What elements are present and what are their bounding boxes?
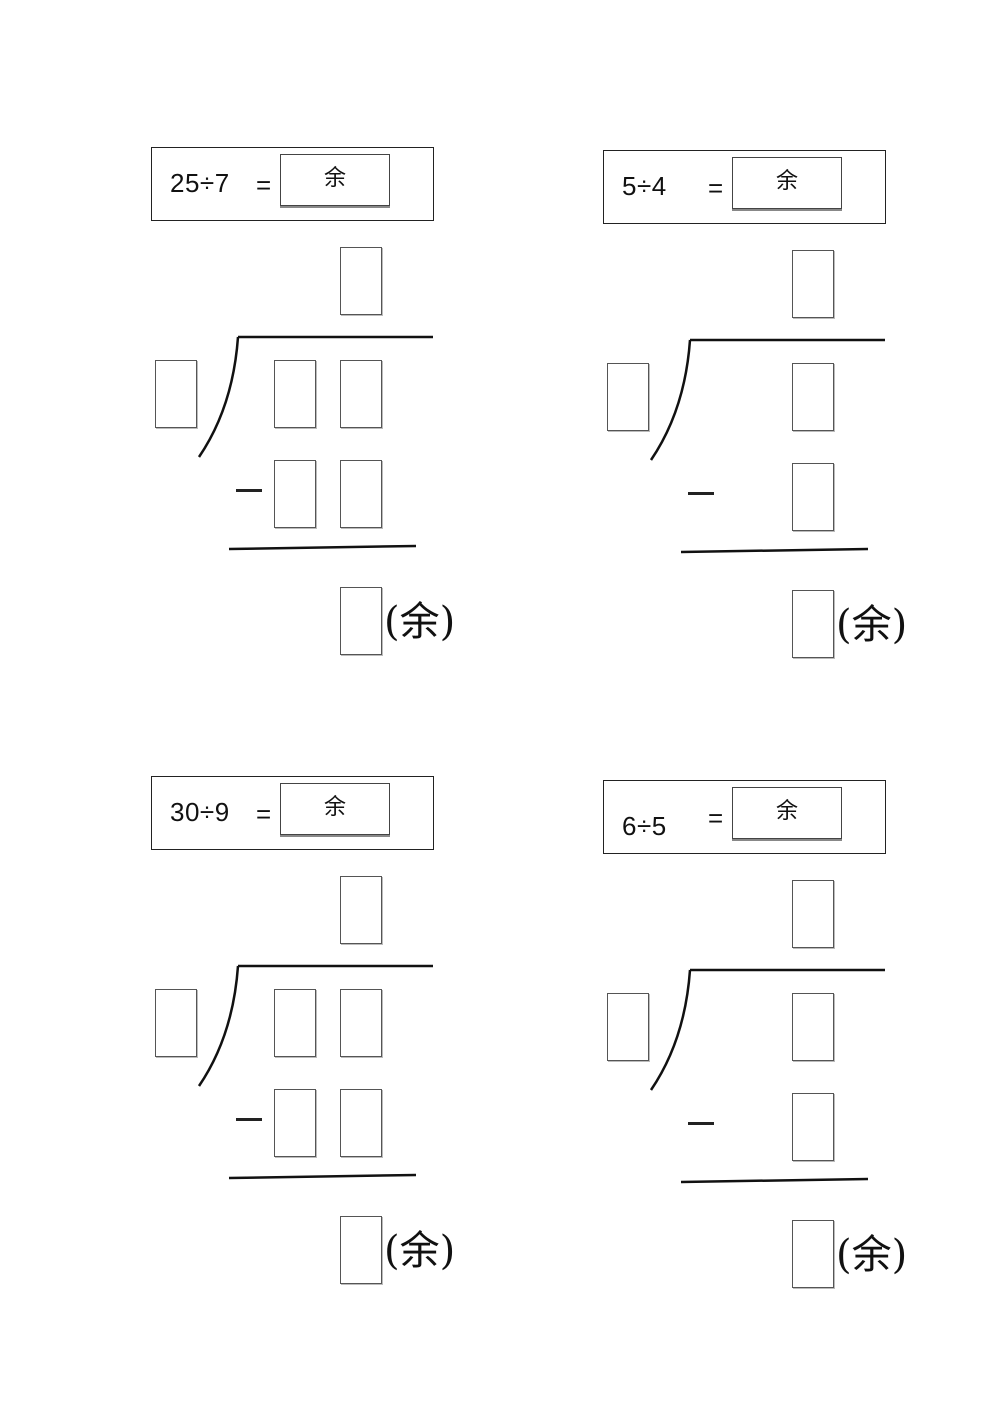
- minus-sign: [236, 489, 262, 492]
- division-problem-2: 5÷4 = 余 (余): [603, 150, 1000, 750]
- dividend-tens-box[interactable]: [274, 360, 316, 428]
- answer-input[interactable]: 余: [280, 783, 390, 835]
- division-expression: 25÷7: [170, 168, 230, 198]
- division-problem-1: 25÷7 = 余 (余): [151, 147, 591, 747]
- long-division-bracket: [197, 335, 433, 551]
- remainder-box[interactable]: [340, 1216, 382, 1284]
- dividend-tens-box[interactable]: [274, 989, 316, 1057]
- quotient-box[interactable]: [340, 247, 382, 315]
- product-ones-box[interactable]: [340, 1089, 382, 1157]
- answer-input[interactable]: 余: [732, 787, 842, 839]
- quotient-box[interactable]: [792, 250, 834, 318]
- minus-sign: [236, 1118, 262, 1121]
- long-division-bracket: [649, 968, 885, 1184]
- division-expression: 30÷9: [170, 797, 230, 827]
- answer-input[interactable]: 余: [732, 157, 842, 209]
- product-tens-box[interactable]: [274, 460, 316, 528]
- dividend-ones-box[interactable]: [340, 360, 382, 428]
- remainder-label: (余): [384, 1228, 456, 1274]
- problem-header: 30÷9 = 余: [151, 776, 434, 850]
- equals-sign: =: [256, 799, 272, 829]
- divisor-box[interactable]: [607, 993, 649, 1061]
- remainder-label: (余): [384, 599, 456, 645]
- remainder-box[interactable]: [792, 590, 834, 658]
- answer-input[interactable]: 余: [280, 154, 390, 206]
- product-ones-box[interactable]: [340, 460, 382, 528]
- division-problem-3: 30÷9 = 余 (余): [151, 776, 591, 1376]
- quotient-box[interactable]: [792, 880, 834, 948]
- dividend-ones-box[interactable]: [340, 989, 382, 1057]
- problem-header: 25÷7 = 余: [151, 147, 434, 221]
- remainder-label: (余): [836, 602, 908, 648]
- division-expression: 6÷5: [622, 811, 667, 841]
- problem-header: 5÷4 = 余: [603, 150, 886, 224]
- division-problem-4: 6÷5 = 余 (余): [603, 780, 1000, 1380]
- long-division-bracket: [197, 964, 433, 1180]
- remainder-label: (余): [836, 1232, 908, 1278]
- division-expression: 5÷4: [622, 171, 667, 201]
- minus-sign: [688, 1122, 714, 1125]
- equals-sign: =: [708, 803, 724, 833]
- dividend-box[interactable]: [792, 363, 834, 431]
- minus-sign: [688, 492, 714, 495]
- product-box[interactable]: [792, 463, 834, 531]
- problem-header: 6÷5 = 余: [603, 780, 886, 854]
- equals-sign: =: [256, 170, 272, 200]
- divisor-box[interactable]: [155, 989, 197, 1057]
- long-division-bracket: [649, 338, 885, 554]
- product-tens-box[interactable]: [274, 1089, 316, 1157]
- quotient-box[interactable]: [340, 876, 382, 944]
- dividend-box[interactable]: [792, 993, 834, 1061]
- product-box[interactable]: [792, 1093, 834, 1161]
- remainder-box[interactable]: [792, 1220, 834, 1288]
- equals-sign: =: [708, 173, 724, 203]
- divisor-box[interactable]: [155, 360, 197, 428]
- remainder-box[interactable]: [340, 587, 382, 655]
- divisor-box[interactable]: [607, 363, 649, 431]
